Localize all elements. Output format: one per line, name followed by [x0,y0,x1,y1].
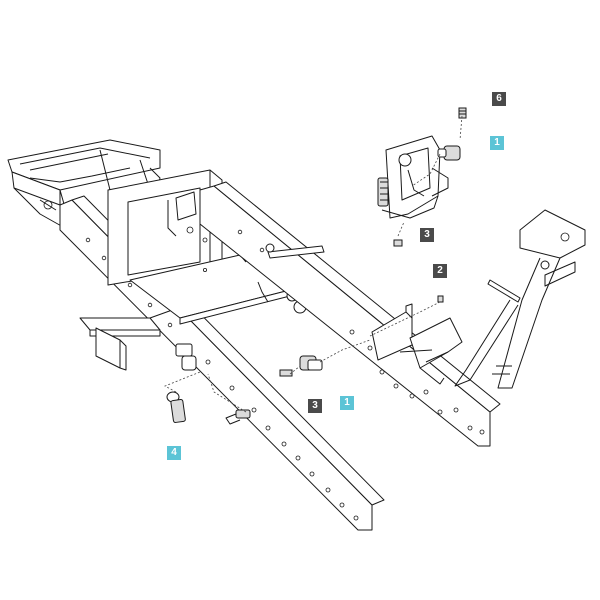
hex-bolt [225,409,251,425]
pivot-pin-part-4 [166,391,186,423]
center-plate [129,241,319,325]
cross-shaft [265,243,325,259]
callout-part-6[interactable]: 6 [492,92,506,106]
rear-frame-section [7,139,161,253]
frame-clip-left [175,343,197,371]
screw-part-3-bottom [279,369,293,377]
callout-part-3-bottom[interactable]: 3 [308,399,322,413]
callout-part-2[interactable]: 2 [433,264,447,278]
upright-bracket [107,169,223,286]
leader-lines [164,115,463,413]
callout-part-3-top[interactable]: 3 [420,228,434,242]
screw-part-2 [437,295,444,303]
latch-pin-part-1-lower [299,355,323,371]
rear-hitch-bracket [79,299,205,371]
front-mount-bracket [371,303,463,385]
callout-part-4[interactable]: 4 [167,446,181,460]
latch-pin-part-1 [437,145,461,161]
spring-part-6 [458,107,467,119]
latch-assembly-part-1 [377,135,449,219]
callout-part-1-bottom[interactable]: 1 [340,396,354,410]
pedal-column [454,209,586,389]
callout-part-1-top[interactable]: 1 [490,136,504,150]
screw-part-3-top [393,239,403,247]
